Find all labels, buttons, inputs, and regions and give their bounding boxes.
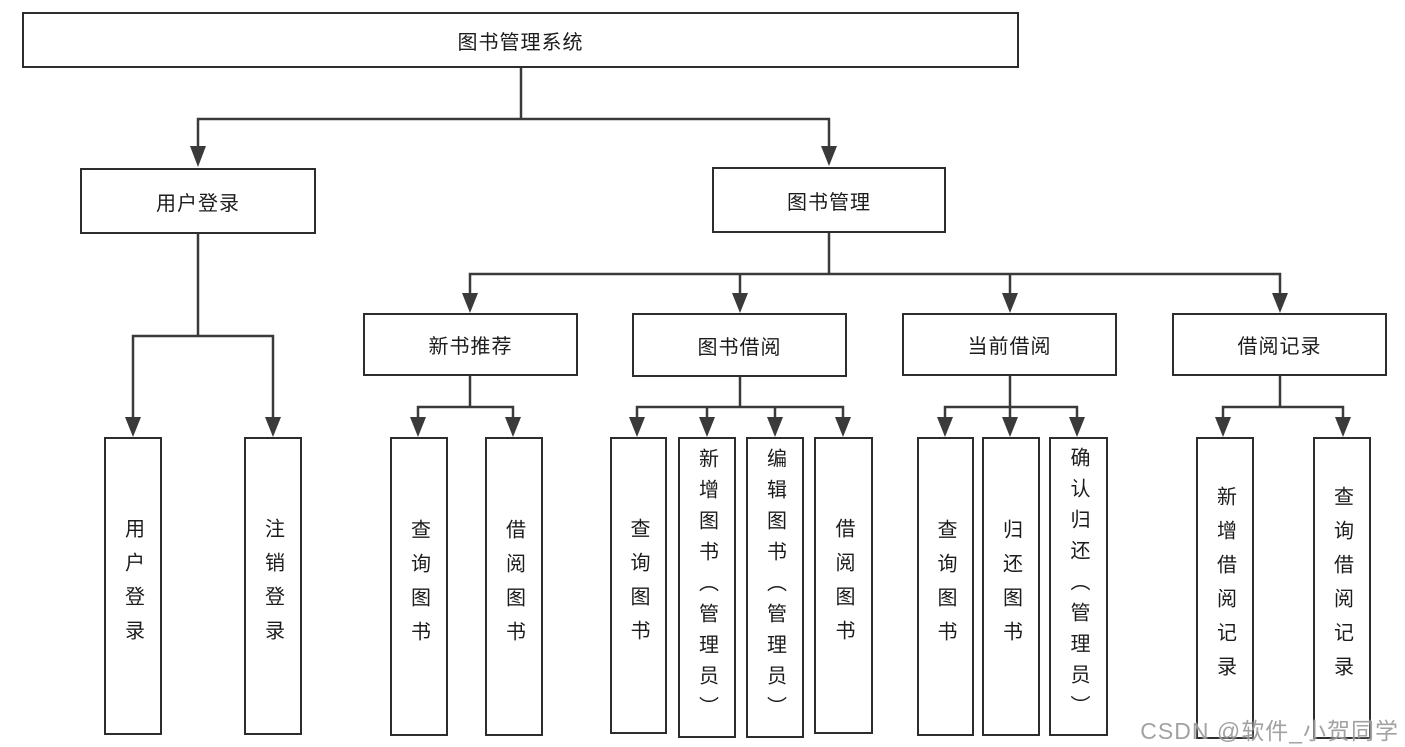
node-borrow-books-recommend: 借阅图书: [485, 437, 543, 736]
node-query-books-current-label: 查询图书: [934, 518, 956, 655]
node-query-borrow-record: 查询借阅记录: [1313, 437, 1371, 739]
node-add-borrow-record: 新增借阅记录: [1196, 437, 1254, 739]
node-new-book-recommend: 新书推荐: [363, 313, 578, 376]
node-return-books: 归还图书: [982, 437, 1040, 736]
node-user-login-leaf-label: 用户登录: [121, 518, 144, 654]
node-borrow-records-label: 借阅记录: [1237, 336, 1322, 358]
node-confirm-return-admin: 确认归还（管理员）: [1049, 437, 1108, 736]
node-current-borrowing-label: 当前借阅: [967, 336, 1052, 358]
node-book-management-label: 图书管理: [787, 191, 871, 214]
node-add-books-admin-label: 新增图书（管理员）: [695, 448, 718, 727]
node-query-books-borrow: 查询图书: [610, 437, 667, 734]
node-book-borrowing: 图书借阅: [632, 313, 847, 377]
node-borrow-books-recommend-label: 借阅图书: [502, 518, 525, 655]
node-borrow-records: 借阅记录: [1172, 313, 1387, 376]
node-logout-leaf-label: 注销登录: [261, 518, 284, 654]
node-query-books-recommend: 查询图书: [390, 437, 448, 736]
node-confirm-return-admin-label: 确认归还（管理员）: [1067, 447, 1089, 726]
node-root-system-label: 图书管理系统: [457, 31, 584, 54]
node-add-books-admin: 新增图书（管理员）: [678, 437, 736, 738]
csdn-watermark: CSDN @软件_小贺同学: [1140, 718, 1399, 744]
node-book-management: 图书管理: [712, 167, 946, 233]
node-query-borrow-record-label: 查询借阅记录: [1330, 486, 1353, 690]
node-add-borrow-record-label: 新增借阅记录: [1213, 486, 1236, 690]
node-user-login-group-label: 用户登录: [156, 192, 240, 215]
node-borrow-books-leaf: 借阅图书: [814, 437, 873, 734]
node-user-login-group: 用户登录: [80, 168, 316, 234]
node-borrow-books-leaf-label: 借阅图书: [832, 517, 854, 654]
node-current-borrowing: 当前借阅: [902, 313, 1117, 376]
node-query-books-recommend-label: 查询图书: [407, 518, 430, 655]
node-user-login-leaf: 用户登录: [104, 437, 162, 735]
node-logout-leaf: 注销登录: [244, 437, 302, 735]
node-edit-books-admin: 编辑图书（管理员）: [746, 437, 804, 738]
node-query-books-current: 查询图书: [917, 437, 974, 736]
node-return-books-label: 归还图书: [999, 518, 1022, 655]
node-root-system: 图书管理系统: [22, 12, 1019, 68]
node-edit-books-admin-label: 编辑图书（管理员）: [763, 448, 786, 727]
node-query-books-borrow-label: 查询图书: [627, 517, 649, 654]
node-book-borrowing-label: 图书借阅: [697, 336, 782, 359]
node-new-book-recommend-label: 新书推荐: [428, 336, 513, 358]
